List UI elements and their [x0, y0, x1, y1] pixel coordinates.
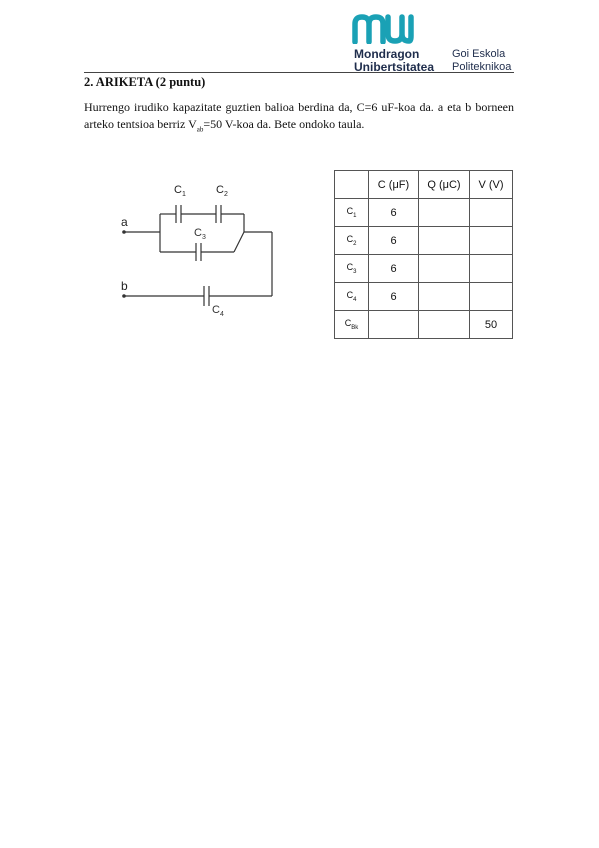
node-a-label: a — [121, 215, 128, 229]
exercise-title: 2. ARIKETA (2 puntu) — [84, 75, 206, 89]
cell-charge[interactable] — [418, 254, 470, 283]
statement-subscript: ab — [196, 125, 204, 134]
capacitor-table: C (μF) Q (μC) V (V) C1 6 C2 6 C3 6 C4 6 … — [334, 170, 513, 339]
logo-school-line2: Politeknikoa — [452, 61, 512, 73]
cell-charge[interactable] — [418, 310, 470, 339]
c1-label: C1 — [174, 184, 186, 198]
table-row: CBk 50 — [334, 310, 513, 339]
university-logo: Mondragon Unibertsitatea Goi Eskola Poli… — [352, 14, 542, 74]
cell-voltage[interactable] — [469, 226, 513, 255]
table-row: C3 6 — [334, 254, 513, 283]
node-b-label: b — [121, 279, 128, 293]
row-label: C4 — [334, 282, 369, 311]
row-label: C3 — [334, 254, 369, 283]
cell-charge[interactable] — [418, 198, 470, 227]
cell-capacitance[interactable]: 6 — [368, 198, 419, 227]
logo-name-line2: Unibertsitatea — [354, 60, 435, 74]
logo-school-line1: Goi Eskola — [452, 48, 506, 60]
table-header-row: C (μF) Q (μC) V (V) — [334, 170, 513, 199]
cell-charge[interactable] — [418, 226, 470, 255]
header-empty — [334, 170, 369, 199]
cell-capacitance[interactable]: 6 — [368, 254, 419, 283]
row-label: CBk — [334, 310, 369, 339]
table-row: C4 6 — [334, 282, 513, 311]
cell-voltage[interactable] — [469, 198, 513, 227]
node-b-terminal — [122, 294, 126, 298]
header-voltage: V (V) — [469, 170, 513, 199]
cell-capacitance[interactable]: 6 — [368, 282, 419, 311]
header-charge: Q (μC) — [418, 170, 470, 199]
header-rule — [84, 72, 514, 73]
c4-label: C4 — [212, 304, 224, 318]
table-row: C2 6 — [334, 226, 513, 255]
c2-label: C2 — [216, 184, 228, 198]
header-capacitance: C (μF) — [368, 170, 419, 199]
table-row: C1 6 — [334, 198, 513, 227]
cell-capacitance[interactable]: 6 — [368, 226, 419, 255]
row-label: C2 — [334, 226, 369, 255]
logo-name-line1: Mondragon — [354, 47, 420, 61]
exercise-statement: Hurrengo irudiko kapazitate guztien bali… — [84, 99, 514, 138]
row-label: C1 — [334, 198, 369, 227]
c3-label: C3 — [194, 227, 206, 241]
cell-voltage[interactable] — [469, 282, 513, 311]
cell-charge[interactable] — [418, 282, 470, 311]
capacitor-circuit-diagram: a b C1 C2 C3 C4 — [121, 184, 273, 318]
statement-part1: Hurrengo irudiko kapazitate guztien bali… — [84, 100, 514, 131]
cell-voltage[interactable] — [469, 254, 513, 283]
node-a-terminal — [122, 230, 126, 234]
mu-logo-icon — [352, 14, 414, 44]
cell-voltage[interactable]: 50 — [469, 310, 513, 339]
statement-part2: =50 V-koa da. Bete ondoko taula. — [203, 117, 365, 131]
cell-capacitance[interactable] — [368, 310, 419, 339]
